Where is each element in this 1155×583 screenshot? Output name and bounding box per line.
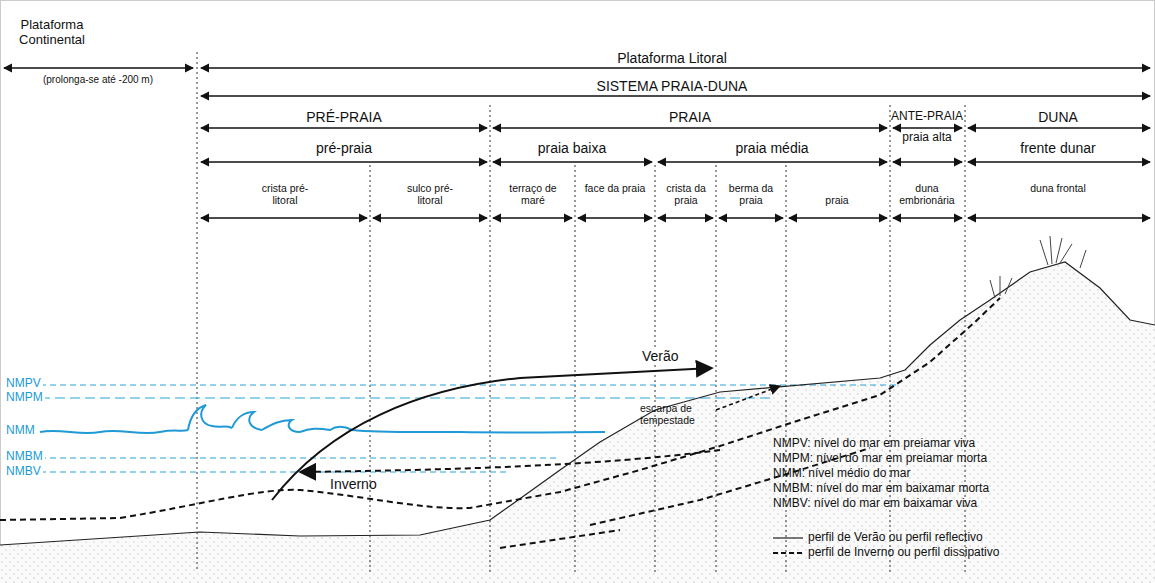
note-label: (prolonga-se até -200 m)	[3, 74, 193, 86]
subzone-label: praia média	[735, 140, 808, 156]
subzone-label: praia baixa	[538, 140, 607, 156]
sea-level-label: NMBV	[4, 465, 43, 479]
sea-level-label: NMM	[4, 424, 37, 438]
feature-label: face da praia	[582, 182, 648, 194]
zone-label: ANTE-PRAIA	[889, 110, 965, 124]
feature-label: escarpa de tempestade	[640, 402, 714, 426]
feature-label: sulco pré-litoral	[395, 182, 465, 206]
legend-label: perfil de Verão ou perfil reflectivo	[808, 531, 983, 545]
region-label: SISTEMA PRAIA-DUNA	[597, 78, 748, 94]
sea-level-label: NMBM	[4, 450, 45, 464]
sea-level-label: NMPM	[4, 391, 45, 405]
subzone-label: frente dunar	[1020, 140, 1096, 156]
feature-label: duna embrionária	[892, 182, 962, 206]
feature-label: terraço de maré	[500, 182, 566, 206]
zone-label: DUNA	[1038, 109, 1078, 125]
zone-label: PRÉ-PRAIA	[306, 109, 381, 125]
sea-level-label: NMPV	[4, 377, 43, 391]
feature-label: duna frontal	[1023, 182, 1093, 194]
region-label: Plataforma Continental	[2, 18, 102, 48]
legend-definition: NMM: nível médio do mar	[773, 467, 910, 481]
subzone-label: praia alta	[897, 131, 957, 145]
legend-definition: NMPV: nível do mar em preiamar viva	[773, 437, 975, 451]
feature-label: praia	[825, 194, 848, 206]
region-label: Plataforma Litoral	[617, 50, 727, 66]
legend-definition: NMPM: nível do mar em preiamar morta	[773, 452, 987, 466]
feature-label: crista pré-litoral	[250, 182, 320, 206]
season-label: Inverno	[330, 476, 377, 492]
subzone-label: pré-praia	[316, 140, 372, 156]
season-label: Verão	[640, 348, 681, 364]
feature-label: crista da praia	[659, 182, 713, 206]
legend-definition: NMBM: nível do mar em baixamar morta	[773, 482, 989, 496]
feature-label: berma da praia	[721, 182, 781, 206]
legend-label: perfil de Inverno ou perfil dissipativo	[808, 546, 999, 560]
zone-label: PRAIA	[669, 109, 711, 125]
legend-definition: NMBV: nível do mar em baixamar viva	[773, 497, 977, 511]
